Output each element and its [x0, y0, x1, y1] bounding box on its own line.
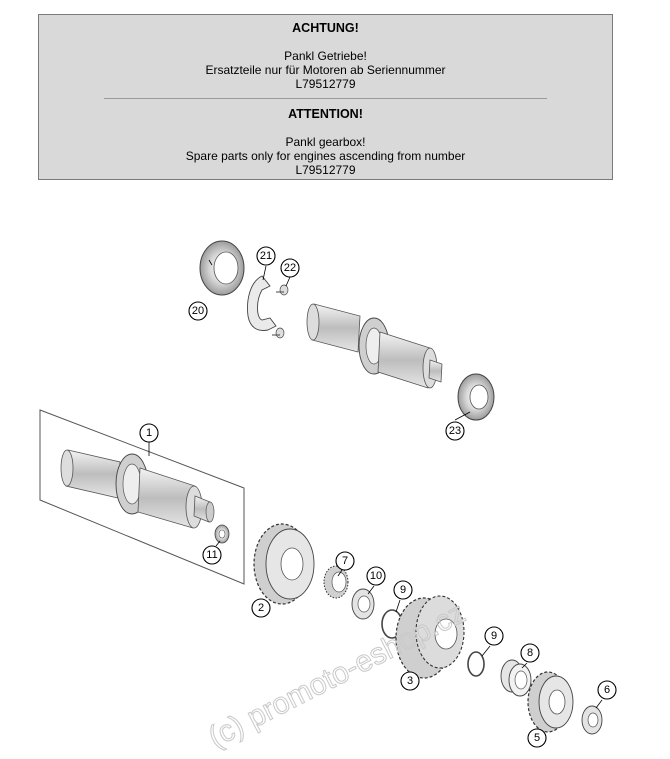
callout-3: 3 [400, 671, 420, 691]
part-6-washer [581, 705, 603, 735]
svg-text:21: 21 [260, 250, 272, 262]
notice-en-title: ATTENTION! [288, 107, 363, 121]
svg-text:2: 2 [258, 602, 264, 614]
notice-divider [104, 98, 547, 99]
callout-10: 10 [366, 566, 386, 586]
svg-text:9: 9 [491, 630, 497, 642]
notice-de-title: ACHTUNG! [292, 21, 359, 35]
attention-notice-box: ACHTUNG! Pankl Getriebe! Ersatzteile nur… [38, 14, 613, 180]
leader-lines [148, 259, 603, 709]
part-20-bearing [199, 240, 245, 296]
callout-2: 2 [251, 598, 271, 618]
part-11-small-bearing [214, 524, 230, 544]
part-7-needle-bearing [323, 565, 349, 599]
callout-22: 22 [280, 258, 300, 278]
svg-text:3: 3 [407, 675, 413, 687]
svg-text:11: 11 [206, 549, 217, 561]
part-10-washer [351, 588, 375, 620]
part-3-gear [395, 595, 465, 679]
notice-de-line2: Ersatzteile nur für Motoren ab Seriennum… [205, 63, 446, 77]
part-2-gear [253, 523, 315, 605]
svg-text:5: 5 [534, 732, 540, 744]
callout-11: 11 [202, 545, 222, 565]
svg-text:10: 10 [370, 570, 382, 582]
callout-9a: 9 [393, 580, 413, 600]
callout-20: 20 [188, 301, 208, 321]
svg-text:1: 1 [146, 427, 152, 439]
svg-text:22: 22 [284, 262, 296, 274]
notice-english: ATTENTION! Pankl gearbox! Spare parts on… [39, 107, 612, 177]
notice-en-line3: L79512779 [295, 163, 356, 177]
part-8-bushing [500, 659, 532, 697]
svg-text:7: 7 [342, 555, 348, 567]
part-22-screws [272, 284, 289, 339]
svg-text:6: 6 [604, 684, 610, 696]
svg-text:23: 23 [449, 425, 461, 437]
notice-german: ACHTUNG! Pankl Getriebe! Ersatzteile nur… [39, 21, 612, 91]
callout-21: 21 [256, 246, 276, 266]
svg-text:9: 9 [400, 584, 406, 596]
svg-text:8: 8 [527, 647, 533, 659]
callout-7: 7 [335, 551, 355, 571]
callout-9b: 9 [484, 626, 504, 646]
callout-6: 6 [597, 680, 617, 700]
notice-en-line1: Pankl gearbox! [285, 135, 366, 149]
part-23-bearing [457, 373, 495, 421]
upper-shaft [306, 303, 443, 389]
svg-text:20: 20 [192, 305, 204, 317]
notice-de-line3: L79512779 [295, 77, 356, 91]
callout-23: 23 [445, 421, 465, 441]
notice-de-line1: Pankl Getriebe! [284, 49, 367, 63]
callout-5: 5 [527, 728, 547, 748]
notice-en-line2: Spare parts only for engines ascending f… [185, 149, 466, 163]
part-21-retainer-plate [247, 275, 277, 331]
callout-1: 1 [139, 423, 159, 443]
part-5-gear [527, 671, 574, 733]
callout-8: 8 [520, 643, 540, 663]
part-9-circlip-b [467, 651, 485, 677]
lower-shaft-part-1 [60, 449, 215, 529]
